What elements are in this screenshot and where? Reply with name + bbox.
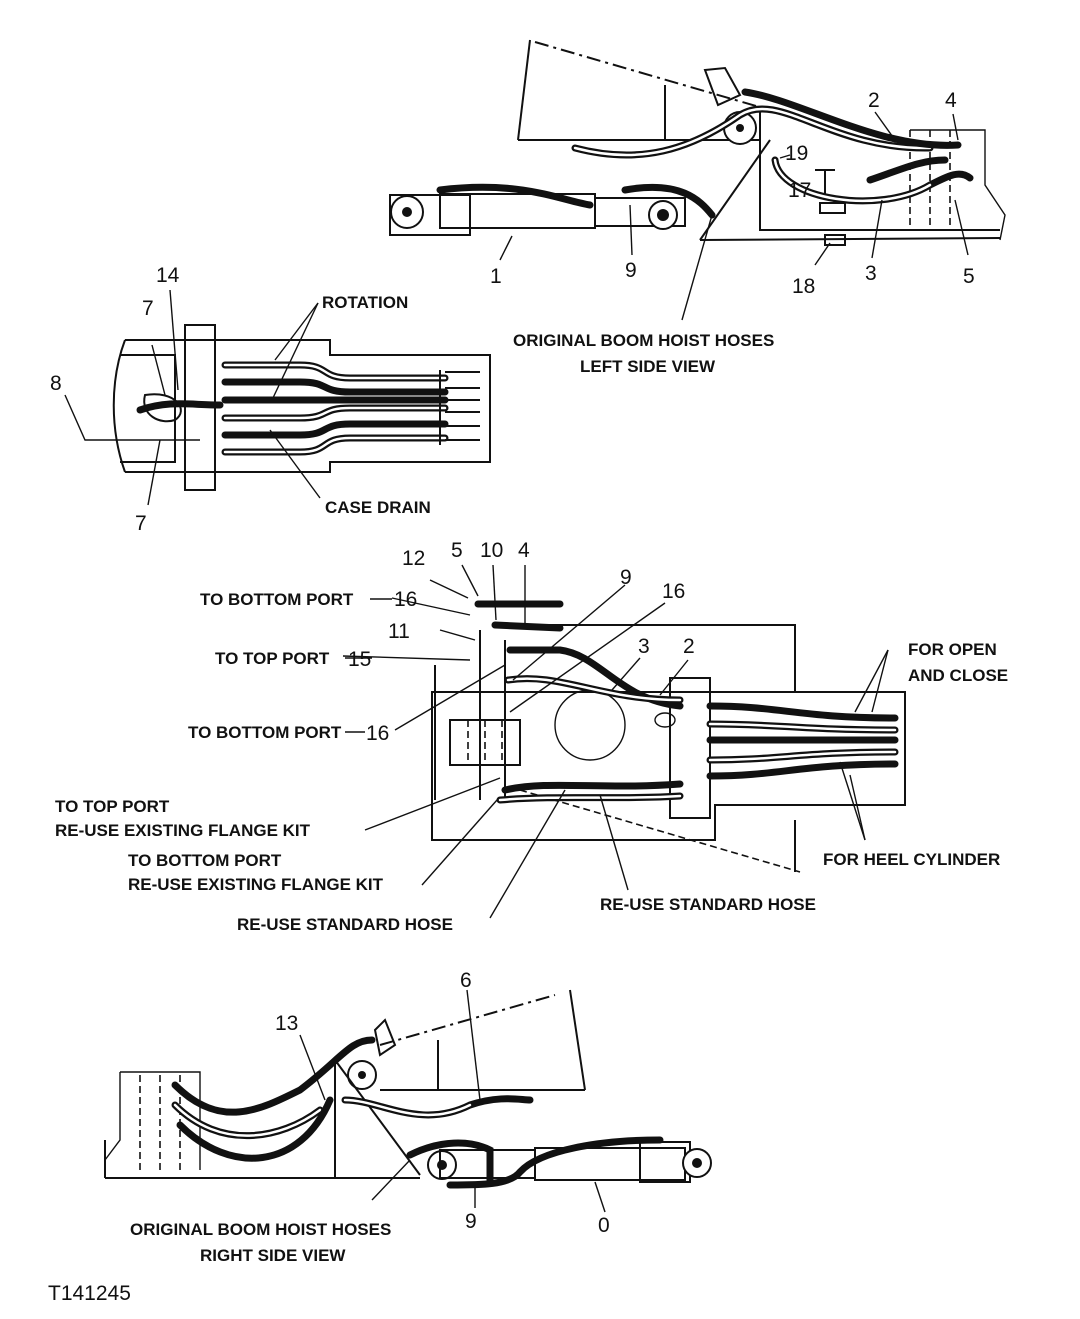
callout: 14 bbox=[156, 264, 180, 287]
callout: 16 bbox=[366, 722, 389, 745]
callout: 17 bbox=[788, 179, 811, 202]
callout: 9 bbox=[620, 566, 632, 589]
callout: 4 bbox=[518, 539, 530, 562]
label-reuse-standard-hose: RE-USE STANDARD HOSE bbox=[237, 915, 453, 934]
callout: 15 bbox=[348, 648, 371, 671]
left-view-caption-2: LEFT SIDE VIEW bbox=[580, 357, 716, 376]
callout: 5 bbox=[963, 265, 975, 288]
callout: 13 bbox=[275, 1012, 298, 1035]
callout: 12 bbox=[402, 547, 425, 570]
callout: 11 bbox=[388, 620, 410, 643]
callout: 2 bbox=[683, 635, 695, 658]
left-side-view: 1 2 3 4 5 9 17 18 19 ORIGINAL BOOM HOIST… bbox=[389, 39, 1006, 376]
callout: 4 bbox=[945, 89, 957, 112]
callout: 18 bbox=[792, 275, 815, 298]
callout: 1 bbox=[490, 265, 502, 288]
callout: 5 bbox=[451, 539, 463, 562]
label-to-top-port: TO TOP PORT bbox=[215, 649, 330, 668]
figure-code: T141245 bbox=[48, 1282, 131, 1305]
right-side-view: 13 6 9 0 ORIGINAL BOOM HOIST HOSES RIGHT… bbox=[104, 969, 712, 1265]
rotation-view: 7 14 8 7 ROTATION CASE DRAIN bbox=[50, 264, 491, 535]
label-bottom-port-reuse: RE-USE EXISTING FLANGE KIT bbox=[128, 875, 384, 894]
callout: 19 bbox=[785, 142, 808, 165]
left-view-caption-1: ORIGINAL BOOM HOIST HOSES bbox=[513, 331, 774, 350]
callout: 8 bbox=[50, 372, 62, 395]
top-view-ports: 12 5 10 4 16 11 15 16 9 16 3 2 TO BOTTOM… bbox=[55, 539, 1008, 934]
label-reuse-standard-hose: RE-USE STANDARD HOSE bbox=[600, 895, 816, 914]
label-for-heel-cylinder: FOR HEEL CYLINDER bbox=[823, 850, 1000, 869]
label-to-bottom-port: TO BOTTOM PORT bbox=[188, 723, 342, 742]
label-case-drain: CASE DRAIN bbox=[325, 498, 431, 517]
label-to-bottom-port: TO BOTTOM PORT bbox=[200, 590, 354, 609]
label-bottom-port-reuse: TO BOTTOM PORT bbox=[128, 851, 282, 870]
callout: 16 bbox=[394, 588, 417, 611]
callout: 2 bbox=[868, 89, 880, 112]
callout: 7 bbox=[142, 297, 154, 320]
callout: 3 bbox=[638, 635, 650, 658]
callout: 6 bbox=[460, 969, 472, 992]
label-rotation: ROTATION bbox=[322, 293, 408, 312]
callout: 3 bbox=[865, 262, 877, 285]
right-view-caption-2: RIGHT SIDE VIEW bbox=[200, 1246, 346, 1265]
label-for-open-close: FOR OPEN bbox=[908, 640, 997, 659]
label-top-port-reuse: RE-USE EXISTING FLANGE KIT bbox=[55, 821, 311, 840]
callout: 7 bbox=[135, 512, 147, 535]
label-for-open-close: AND CLOSE bbox=[908, 666, 1008, 685]
right-view-caption-1: ORIGINAL BOOM HOIST HOSES bbox=[130, 1220, 391, 1239]
callout: 0 bbox=[598, 1214, 610, 1237]
callout: 16 bbox=[662, 580, 685, 603]
rotation-hoses bbox=[221, 361, 480, 456]
callout: 9 bbox=[465, 1210, 477, 1233]
label-top-port-reuse: TO TOP PORT bbox=[55, 797, 170, 816]
callout: 10 bbox=[480, 539, 503, 562]
callout: 9 bbox=[625, 259, 637, 282]
